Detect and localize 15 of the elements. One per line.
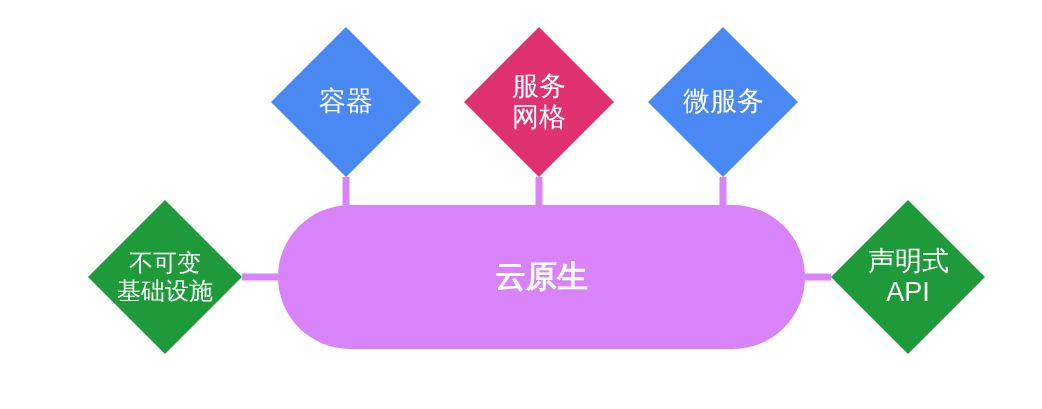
node-label: 容器 <box>319 86 373 118</box>
diamond-node <box>88 200 242 354</box>
node-label: 云原生 <box>495 259 588 295</box>
connector-line <box>535 177 543 205</box>
node-label: 声明式API <box>867 245 949 309</box>
connector-line <box>342 177 350 205</box>
node-label: 服务网格 <box>512 70 566 134</box>
connector-line <box>719 177 727 205</box>
node-label: 不可变基础设施 <box>117 249 213 305</box>
node-label: 微服务 <box>682 86 764 118</box>
diamond-node <box>831 200 985 354</box>
diamond-node <box>464 27 614 177</box>
diamond-node <box>648 27 798 177</box>
connector-line <box>242 273 278 281</box>
diamond-node <box>271 27 421 177</box>
